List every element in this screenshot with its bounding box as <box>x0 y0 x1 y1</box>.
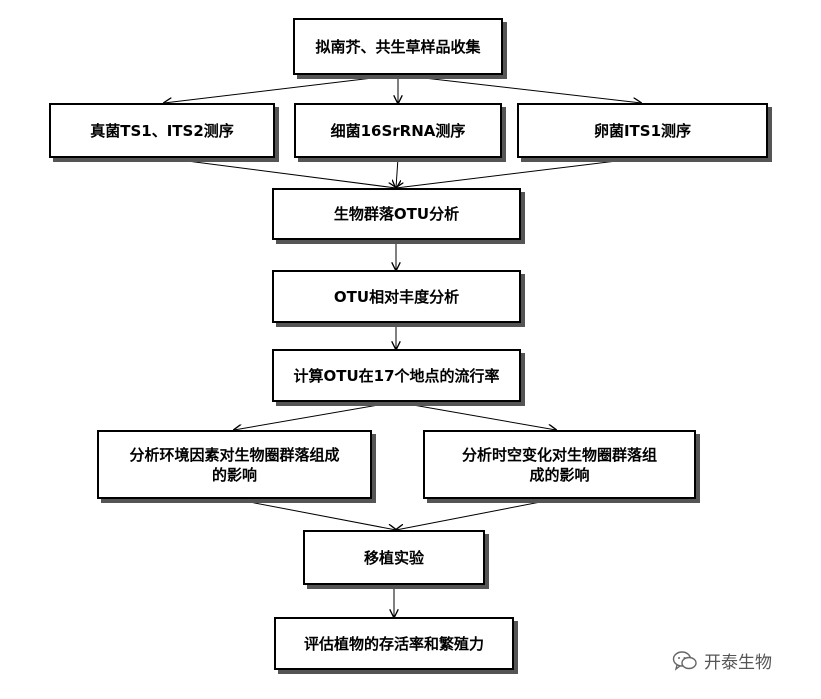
arrow-collect-to-fungi <box>164 74 399 103</box>
node-fungi-sequencing: 真菌TS1、ITS2测序 <box>49 103 275 158</box>
node-otu-abundance: OTU相对丰度分析 <box>272 270 521 323</box>
arrow-oomycete-to-otu <box>396 157 642 188</box>
arrow-prevalence-to-spatio <box>395 401 556 430</box>
arrow-env-to-transplant <box>233 498 396 530</box>
arrow-prevalence-to-env <box>234 401 397 430</box>
watermark: 开泰生物 <box>672 648 772 673</box>
node-spatiotemporal: 分析时空变化对生物圈群落组成的影响 <box>423 430 696 499</box>
wechat-icon <box>672 650 697 671</box>
node-bacteria-sequencing: 细菌16SrRNA测序 <box>294 103 502 158</box>
node-env-factors: 分析环境因素对生物圈群落组成的影响 <box>97 430 372 499</box>
node-oomycete-sequencing: 卵菌ITS1测序 <box>517 103 768 158</box>
node-otu-analysis: 生物群落OTU分析 <box>272 188 521 240</box>
arrow-fungi-to-otu <box>163 157 396 188</box>
node-transplant: 移植实验 <box>303 530 485 585</box>
node-otu-prevalence: 计算OTU在17个地点的流行率 <box>272 349 521 402</box>
arrow-bacteria-to-otu <box>396 157 398 188</box>
node-evaluate: 评估植物的存活率和繁殖力 <box>274 617 514 670</box>
arrow-spatio-to-transplant <box>396 498 557 530</box>
arrow-collect-to-oomycete <box>397 74 641 103</box>
node-sample-collection: 拟南芥、共生草样品收集 <box>293 18 503 75</box>
watermark-text: 开泰生物 <box>704 653 772 673</box>
